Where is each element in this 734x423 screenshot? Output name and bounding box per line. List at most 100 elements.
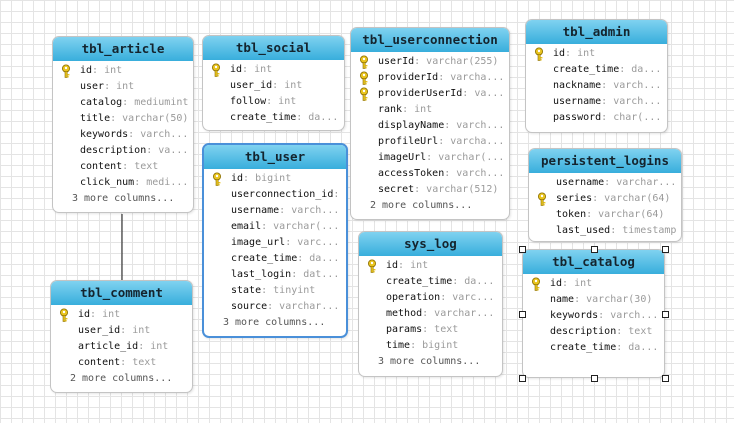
column-name: providerUserId (378, 88, 463, 99)
column-row[interactable]: profileUrl: varcha... (351, 134, 509, 150)
column-row[interactable]: last_used: timestamp (529, 223, 681, 239)
column-row[interactable]: id: int (53, 63, 193, 79)
column-row[interactable]: user_id: int (203, 78, 344, 94)
column-row[interactable]: userId: varchar(255) (351, 54, 509, 70)
resize-handle[interactable] (519, 246, 526, 253)
table-title[interactable]: tbl_user (204, 145, 346, 169)
column-name: keywords (550, 310, 599, 321)
column-row[interactable]: rank: int (351, 102, 509, 118)
column-row[interactable]: state: tinyint (204, 283, 346, 299)
column-row[interactable]: catalog: mediumint (53, 95, 193, 111)
column-row[interactable]: accessToken: varch... (351, 166, 509, 182)
column-row[interactable]: last_login: dat... (204, 267, 346, 283)
resize-handle[interactable] (662, 375, 669, 382)
column-row[interactable]: create_time: da... (203, 110, 344, 126)
column-row[interactable]: displayName: varch... (351, 118, 509, 134)
column-row[interactable]: create_time: da... (523, 340, 664, 356)
column-row[interactable]: nackname: varch... (526, 78, 667, 94)
column-row[interactable]: id: int (203, 62, 344, 78)
column-separator: : (438, 72, 451, 83)
column-row[interactable]: content: text (53, 159, 193, 175)
more-columns-link[interactable]: 2 more columns... (370, 200, 473, 211)
column-row[interactable]: description: va... (53, 143, 193, 159)
column-name: username (553, 96, 602, 107)
column-row[interactable]: create_time: da... (359, 274, 502, 290)
table-persistent-logins[interactable]: persistent_logins username: varchar...ser… (528, 148, 682, 242)
table-title[interactable]: tbl_catalog (523, 250, 664, 274)
table-title[interactable]: tbl_userconnection (351, 28, 509, 52)
column-type: text (434, 324, 459, 335)
column-name: title (80, 113, 111, 124)
table-title[interactable]: persistent_logins (529, 149, 681, 173)
column-row[interactable]: operation: varc... (359, 290, 502, 306)
column-row[interactable]: keywords: varch... (53, 127, 193, 143)
more-columns-link[interactable]: 3 more columns... (72, 193, 175, 204)
more-columns-link[interactable]: 2 more columns... (70, 373, 173, 384)
column-row[interactable]: id: int (523, 276, 664, 292)
column-row[interactable]: imageUrl: varchar(... (351, 150, 509, 166)
column-name: catalog (80, 97, 123, 108)
column-row[interactable]: username: varchar... (529, 175, 681, 191)
column-row[interactable]: params: text (359, 322, 502, 338)
resize-handle[interactable] (662, 246, 669, 253)
table-title[interactable]: tbl_article (53, 37, 193, 61)
column-name: keywords (80, 129, 129, 140)
column-name: profileUrl (378, 136, 439, 147)
more-columns-link[interactable]: 3 more columns... (378, 356, 481, 367)
column-type: text (134, 161, 159, 172)
column-row[interactable]: password: char(... (526, 110, 667, 126)
column-row[interactable]: name: varchar(30) (523, 292, 664, 308)
column-row[interactable]: providerUserId: va... (351, 86, 509, 102)
column-name: create_time (386, 276, 453, 287)
column-separator: : (279, 205, 292, 216)
column-row[interactable]: follow: int (203, 94, 344, 110)
resize-handle[interactable] (591, 246, 598, 253)
column-row[interactable]: series: varchar(64) (529, 191, 681, 207)
resize-handle[interactable] (519, 375, 526, 382)
column-row[interactable]: click_num: medi... (53, 175, 193, 191)
column-row[interactable]: method: varchar... (359, 306, 502, 322)
resize-handle[interactable] (662, 311, 669, 318)
column-row[interactable]: username: varch... (204, 203, 346, 219)
column-row[interactable]: time: bigint (359, 338, 502, 354)
column-row[interactable]: keywords: varch... (523, 308, 664, 324)
column-separator: : (272, 80, 285, 91)
column-row[interactable]: userconnection_id: ... (204, 187, 346, 203)
column-row[interactable]: id: int (51, 307, 192, 323)
column-row[interactable]: title: varchar(50) (53, 111, 193, 127)
table-title[interactable]: tbl_comment (51, 281, 192, 305)
table-title[interactable]: sys_log (359, 232, 502, 256)
column-row[interactable]: content: text (51, 355, 192, 371)
column-row[interactable]: id: int (359, 258, 502, 274)
column-row[interactable]: source: varchar... (204, 299, 346, 315)
column-row[interactable]: id: int (526, 46, 667, 62)
column-row[interactable]: id: bigint (204, 171, 346, 187)
resize-handle[interactable] (591, 375, 598, 382)
column-row[interactable]: description: text (523, 324, 664, 340)
more-columns-link[interactable]: 3 more columns... (223, 317, 326, 328)
column-row[interactable]: username: varch... (526, 94, 667, 110)
table-title[interactable]: tbl_admin (526, 20, 667, 44)
column-row[interactable]: user: int (53, 79, 193, 95)
column-row[interactable]: user_id: int (51, 323, 192, 339)
column-type: varch... (610, 310, 659, 321)
resize-handle[interactable] (519, 311, 526, 318)
column-row[interactable]: image_url: varc... (204, 235, 346, 251)
column-row[interactable]: token: varchar(64) (529, 207, 681, 223)
column-row[interactable]: article_id: int (51, 339, 192, 355)
column-type: va... (158, 145, 189, 156)
column-row[interactable]: create_time: da... (526, 62, 667, 78)
column-row[interactable]: create_time: da... (204, 251, 346, 267)
column-row[interactable]: providerId: varcha... (351, 70, 509, 86)
table-title[interactable]: tbl_social (203, 36, 344, 60)
column-row[interactable]: secret: varchar(512) (351, 182, 509, 198)
column-row[interactable]: email: varchar(... (204, 219, 346, 235)
